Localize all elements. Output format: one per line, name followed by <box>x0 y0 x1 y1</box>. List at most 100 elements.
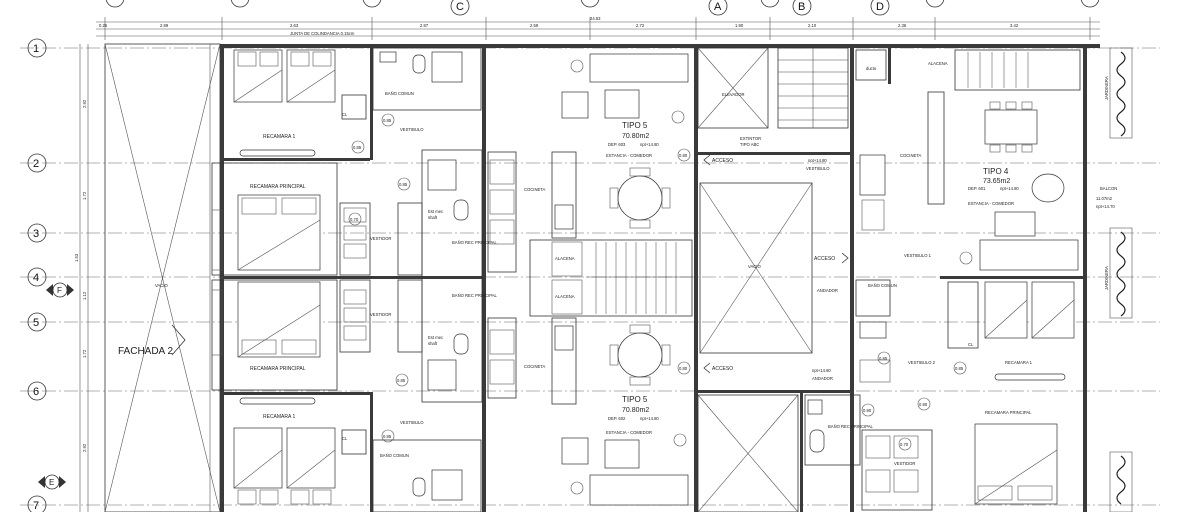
bedroom-1-bottom: RECAMARA 1 <box>233 397 336 505</box>
est-mec-bottom: Est mec <box>428 335 443 340</box>
facade-void: FACHADA 2 VACIO <box>104 43 221 512</box>
kitchenette-bottom-label: COCINETA <box>524 364 546 369</box>
unit-602-name: TIPO 5 <box>622 395 648 404</box>
unit-603-dep: DEP. 603 <box>608 142 626 147</box>
pantry-bottom-label: ALACENA <box>555 294 575 299</box>
door-tag-12: 0.90 <box>919 402 928 407</box>
closet-cl-bottom: CL <box>342 436 348 441</box>
left-dim-5: 2.92 <box>82 443 87 452</box>
closet-cl-right: CL <box>968 342 974 347</box>
dim-seg-6: 1.90 <box>735 23 744 28</box>
left-dim-0: 2.92 <box>82 99 87 108</box>
row-label-5: 5 <box>33 317 39 329</box>
door-tag-0: 0.85 <box>383 118 392 123</box>
door-tag-11: 0.85 <box>383 434 392 439</box>
dim-seg-7: 2.10 <box>808 23 817 28</box>
door-tag-2: 0.85 <box>399 182 408 187</box>
kitchenette-top-label: COCINETA <box>524 187 546 192</box>
unit-601-dep: DEP. 601 <box>968 186 986 191</box>
shaft-bottom: shaft <box>428 341 438 346</box>
center-level-bottom: npt+14.80 <box>812 368 831 373</box>
master-bedroom-top-label: RECAMARA PRINCIPAL <box>250 184 306 190</box>
vestibule-top-label: VESTIBULO <box>400 127 424 132</box>
unit-603-area: 70.80m2 <box>622 133 649 140</box>
row-label-7: 7 <box>33 500 39 512</box>
column-label-c: C <box>456 1 464 13</box>
vestibule-2-label: VESTIBULO 2 <box>908 360 936 365</box>
dim-seg-0: 0.25 <box>99 23 108 28</box>
row-label-2: 2 <box>33 158 39 170</box>
section-marker-e: E <box>38 474 66 490</box>
unit-602-living: ESTANCIA - COMEDOR <box>606 430 652 435</box>
left-dim-1: 1.72 <box>82 191 87 200</box>
shaft-top: shaft <box>428 215 438 220</box>
unit-603-living: ESTANCIA - COMEDOR <box>606 153 652 158</box>
total-dimension: 24.53 <box>590 16 601 21</box>
row-label-4: 4 <box>33 272 39 284</box>
unit-tipo5-top: COCINETA TIPO 5 70.80m2 DEP. 603 npt+14.… <box>487 53 689 273</box>
central-stairs: ALACENA ALACENA <box>529 239 693 317</box>
door-tag-8: 0.85 <box>879 356 888 361</box>
access-bottom-label: ACCESO <box>712 366 733 372</box>
left-dim-2: 1.53 <box>74 253 79 262</box>
balcony-area: 11.07m2 <box>1096 196 1113 201</box>
unit-603-level: npt+14.80 <box>640 142 659 147</box>
duct-label: ducto <box>866 66 877 71</box>
void-label: VACIO <box>155 283 168 288</box>
kitchenette-right-label: COCINETA <box>900 153 922 158</box>
door-tags: 0.85 0.85 0.85 0.70 0.85 0.80 0.80 0.85 … <box>348 113 967 451</box>
dim-seg-1: 2.89 <box>160 23 169 28</box>
master-bathrooms-left: BAÑO REC PRINCIPAL BAÑO REC PRINCIPAL Es… <box>421 149 498 403</box>
left-dim-4: 1.72 <box>82 349 87 358</box>
marker-f-label: F <box>57 286 62 295</box>
door-tag-5: 0.80 <box>679 153 688 158</box>
door-tag-1: 0.85 <box>353 145 362 150</box>
vestibule-1-label: VESTIBULO 1 <box>904 253 932 258</box>
dim-seg-5: 2.72 <box>636 23 645 28</box>
walkway-bottom-label: ANDADOR <box>812 376 833 381</box>
column-label-a: A <box>714 1 722 13</box>
closet-cl-top: CL <box>342 112 348 117</box>
row-label-6: 6 <box>33 386 39 398</box>
vestibule-bottom-label: VESTIBULO <box>400 420 424 425</box>
dim-seg-9: 3.42 <box>1010 23 1019 28</box>
extinguisher-type: TIPO ABC <box>740 142 759 147</box>
left-dim-3: 1.12 <box>82 291 87 300</box>
center-level: npt+14.80 <box>808 158 827 163</box>
unit-603-name: TIPO 5 <box>622 121 648 130</box>
walk-in-closets: VESTIDOR VESTIDOR CL CL <box>339 94 423 455</box>
unit-602-dep: DEP. 602 <box>608 416 626 421</box>
master-bath-bottom-label: BAÑO REC PRINCIPAL <box>452 293 498 298</box>
unit-601-level: npt+14.80 <box>1000 186 1019 191</box>
access-top-label: ACCESO <box>712 158 733 164</box>
balcony-level: npt+14.70 <box>1096 204 1115 209</box>
section-marker-f: F <box>46 282 74 298</box>
column-label-d: D <box>876 1 884 13</box>
center-void-label: VACIO <box>748 264 761 269</box>
outer-walls <box>220 44 1100 512</box>
closet-bottom-label: VESTIDOR <box>370 312 391 317</box>
facade-label: FACHADA 2 <box>118 346 173 357</box>
top-dimension-line: 24.53 0.25 2.89 2.63 2.87 2.59 2.72 1.90… <box>96 16 1100 40</box>
central-core: ELEVADOR EXTINTOR TIPO ABC VACIO ACCESO … <box>697 47 849 512</box>
dim-seg-2: 2.63 <box>290 23 299 28</box>
master-bedroom-bottom-label: RECAMARA PRINCIPAL <box>250 366 306 372</box>
unit-602-area: 70.80m2 <box>622 407 649 414</box>
elevator-label: ELEVADOR <box>722 92 745 97</box>
bedroom-1-top-label: RECAMARA 1 <box>263 134 295 140</box>
right-master-bath-label: BAÑO REC PRINCIPAL <box>828 424 874 429</box>
door-tag-10: 0.70 <box>900 442 909 447</box>
balcony: BALCON 11.07m2 npt+14.70 JARDINERA JARDI… <box>1096 47 1133 512</box>
bedroom-1-top: RECAMARA 1 <box>233 49 336 157</box>
est-mec-top: Est mec <box>428 209 443 214</box>
planter-mid-label: JARDINERA <box>1104 266 1109 290</box>
unit-601-living: ESTANCIA - COMEDOR <box>968 201 1014 206</box>
unit-601-area: 73.65m2 <box>983 178 1010 185</box>
planter-top-label: JARDINERA <box>1104 76 1109 100</box>
dim-seg-3: 2.87 <box>420 23 429 28</box>
master-bedroom-right-label: RECAMARA PRINCIPAL <box>985 410 1032 415</box>
vestibule-center-label: VESTIBULO <box>806 166 830 171</box>
row-label-1: 1 <box>33 43 39 55</box>
bedroom-1-bottom-label: RECAMARA 1 <box>263 414 295 420</box>
